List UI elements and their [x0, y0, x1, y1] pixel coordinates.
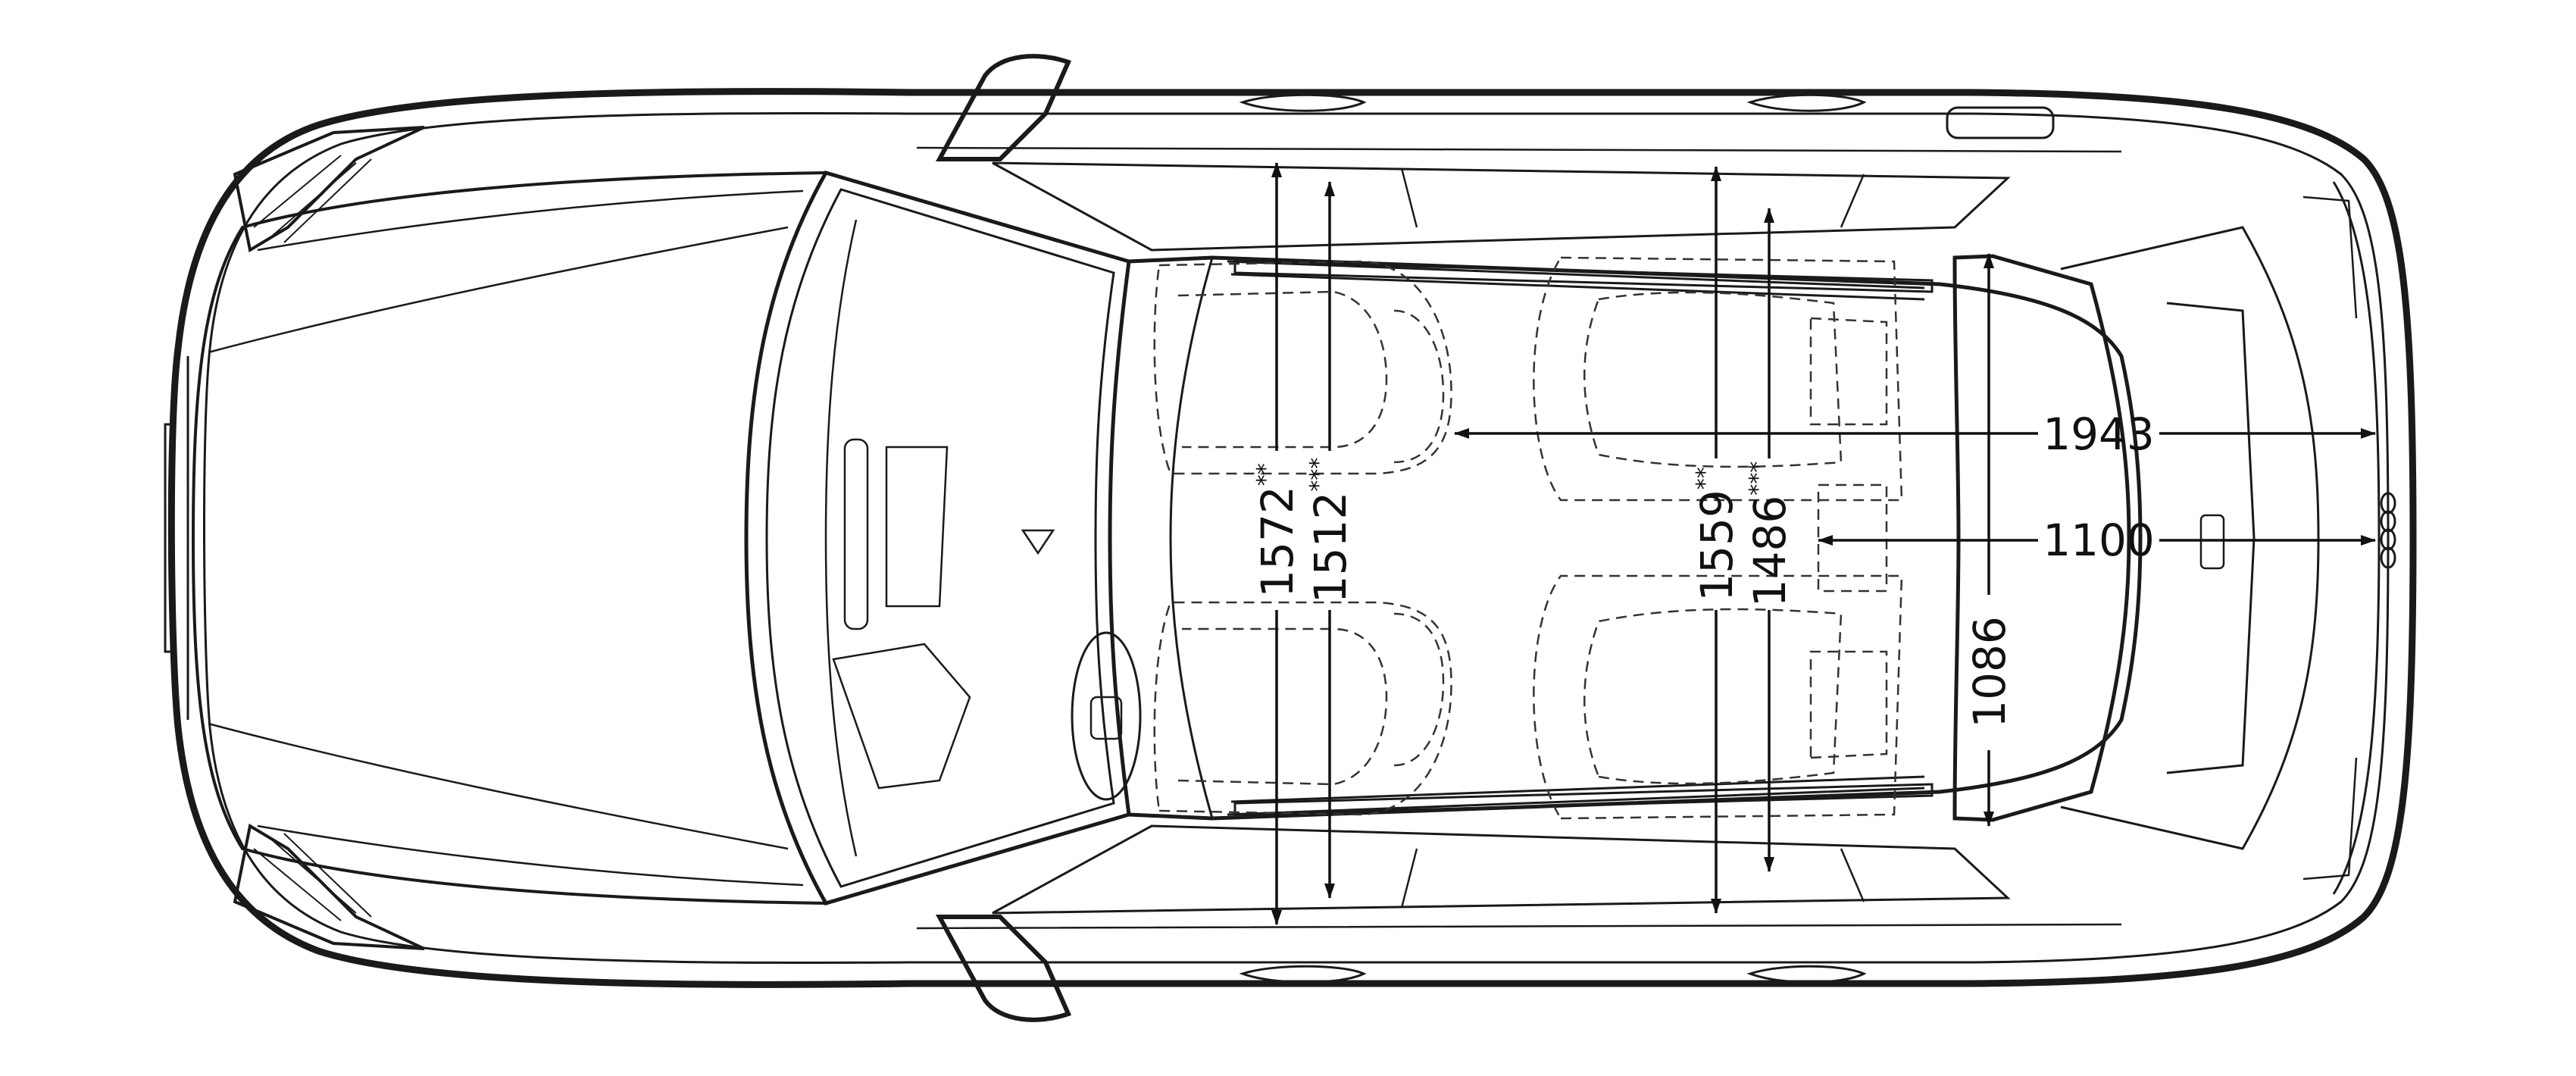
- dim-value-1572: 1572: [1252, 486, 1303, 598]
- door-handles: [1239, 93, 2055, 984]
- roof-rails: [1233, 260, 1934, 816]
- dim-label-overall-width: 1943: [2043, 408, 2155, 460]
- dim-note-1486: ***: [1745, 461, 1771, 496]
- dim-value-1486: 1486: [1744, 496, 1796, 608]
- car-body-outline: [167, 88, 2417, 988]
- dim-label-front-elbow: 1512***: [1305, 458, 1356, 604]
- dim-note-1572: **: [1252, 463, 1279, 486]
- windshield: [744, 170, 1131, 906]
- rear-seats-dashed: [1533, 256, 1903, 820]
- hood: [191, 171, 827, 905]
- dashboard: [824, 219, 1142, 857]
- svg-text:1486***: 1486***: [1744, 461, 1796, 608]
- rear-bumper: [2302, 181, 2381, 895]
- svg-text:1572**: 1572**: [1252, 463, 1303, 598]
- front-seats-dashed: [1153, 260, 1452, 816]
- front-bumper: [164, 356, 189, 720]
- dim-value-1559: 1559: [1691, 490, 1743, 602]
- side-mirrors: [935, 54, 1072, 1022]
- headlights: [233, 126, 425, 950]
- svg-text:1559**: 1559**: [1691, 467, 1743, 602]
- dim-label-rear-elbow: 1486***: [1744, 461, 1796, 608]
- dim-label-rear-width: 1100: [2043, 515, 2155, 566]
- roof: [1128, 255, 2143, 821]
- svg-text:1512***: 1512***: [1305, 458, 1356, 604]
- dim-value-1512: 1512: [1305, 492, 1356, 604]
- dim-label-boot-length: 1086: [1964, 616, 2015, 728]
- dim-label-front-shoulder: 1572**: [1252, 463, 1303, 598]
- dim-note-1512: ***: [1305, 458, 1332, 492]
- rear-logo-rings: [2380, 492, 2396, 569]
- dim-note-1559: **: [1692, 467, 1718, 490]
- dim-label-rear-shoulder: 1559**: [1691, 467, 1743, 602]
- side-windows: [916, 146, 2122, 930]
